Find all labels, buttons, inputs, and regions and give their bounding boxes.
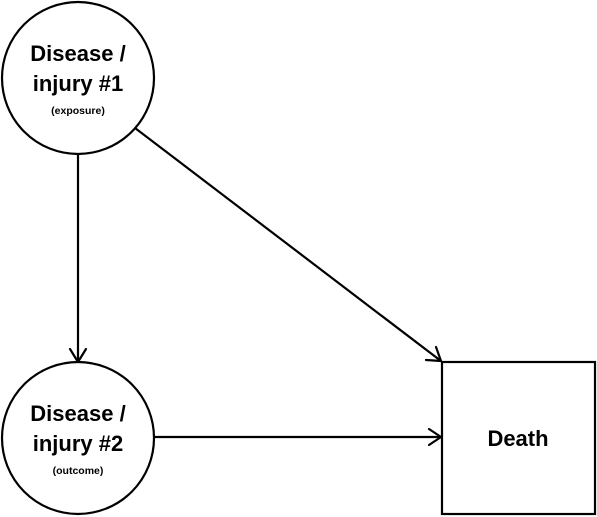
node-disease-injury-1-circle <box>0 0 156 156</box>
node-disease-injury-2-sub: (outcome) <box>53 465 104 477</box>
node-disease-injury-2: Disease / injury #2 (outcome) <box>0 360 156 516</box>
node-death-label: Death <box>487 426 548 451</box>
node-disease-injury-1-sub: (exposure) <box>51 105 105 117</box>
node-disease-injury-2-line2: injury #2 <box>33 431 123 456</box>
node-disease-injury-2-circle <box>0 360 156 516</box>
node-death-box <box>440 360 597 516</box>
edge-disease2-to-death <box>155 427 443 447</box>
node-disease-injury-2-line1: Disease / <box>30 401 125 426</box>
edge-disease1-to-death-line <box>134 127 442 362</box>
node-disease-injury-1: Disease / injury #1 (exposure) <box>0 0 156 156</box>
node-disease-injury-1-line1: Disease / <box>30 41 125 66</box>
edge-disease1-to-death <box>134 127 443 363</box>
node-death: Death <box>440 360 597 516</box>
node-disease-injury-1-line2: injury #1 <box>33 71 123 96</box>
edge-disease1-to-disease2 <box>68 154 88 364</box>
